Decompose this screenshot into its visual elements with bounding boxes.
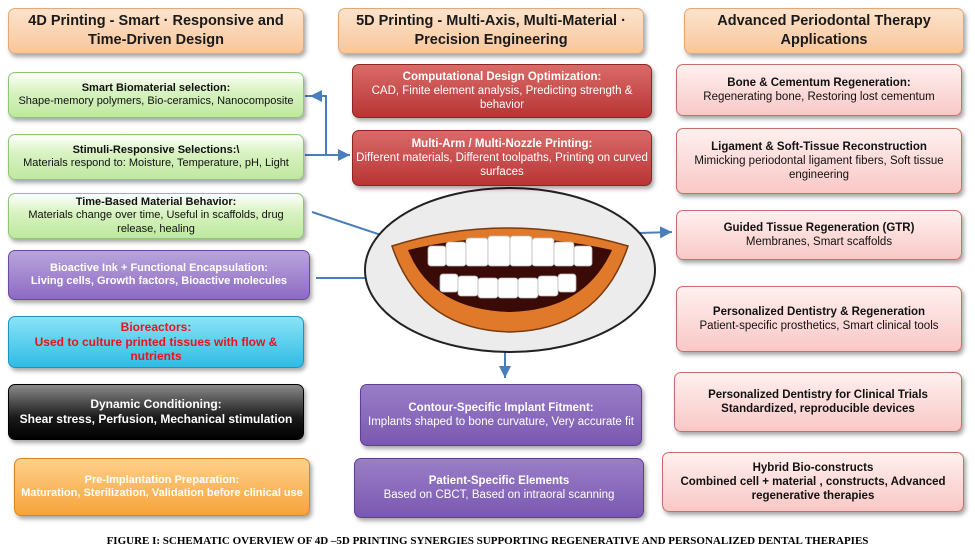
header-periodontal-label: Advanced Periodontal Therapy Application… [717,13,931,48]
box-body: Combined cell + material , constructs, A… [680,475,946,502]
stimuli-responsive-box: Stimuli-Responsive Selections:\ Material… [8,134,304,180]
connectors-layer [305,90,673,378]
box-body: Membranes, Smart scaffolds [745,236,893,248]
ligament-soft-tissue-box: Ligament & Soft-Tissue Reconstruction Mi… [676,128,962,194]
header-5d-printing: 5D Printing - Multi-Axis, Multi-Material… [338,8,644,54]
box-body: Standardized, reproducible devices [721,403,915,415]
box-body: Materials change over time, Useful in sc… [28,209,284,235]
box-body: Materials respond to: Moisture, Temperat… [23,157,289,169]
box-title: Computational Design Optimization: [402,70,602,83]
box-title: Patient-Specific Elements [428,474,570,487]
box-body: Living cells, Growth factors, Bioactive … [30,275,288,287]
header-periodontal-applications: Advanced Periodontal Therapy Application… [684,8,964,54]
box-title: Bone & Cementum Regeneration: [727,76,911,89]
contour-implant-box: Contour-Specific Implant Fitment: Implan… [360,384,642,446]
box-title: Personalized Dentistry & Regeneration [712,305,926,318]
box-title: Stimuli-Responsive Selections:\ [72,143,240,156]
box-body: CAD, Finite element analysis, Predicting… [371,84,633,111]
box-title: Bioactive Ink + Functional Encapsulation… [50,261,268,274]
header-5d-label: 5D Printing - Multi-Axis, Multi-Material… [356,13,626,48]
box-title: Time-Based Material Behavior: [75,195,237,208]
smart-biomaterial-box: Smart Biomaterial selection: Shape-memor… [8,72,304,118]
left-bracket-connector [305,95,327,156]
box-body: Shape-memory polymers, Bio-ceramics, Nan… [18,95,294,107]
multi-nozzle-box: Multi-Arm / Multi-Nozzle Printing: Diffe… [352,130,652,186]
gtr-box: Guided Tissue Regeneration (GTR) Membran… [676,210,962,260]
box-title: Hybrid Bio-constructs [752,461,874,474]
dynamic-conditioning-box: Dynamic Conditioning: Shear stress, Perf… [8,384,304,440]
box-title: Multi-Arm / Multi-Nozzle Printing: [411,137,593,150]
time-based-behavior-box: Time-Based Material Behavior: Materials … [8,193,304,239]
hybrid-bioconstructs-box: Hybrid Bio-constructs Combined cell + ma… [662,452,964,512]
bioreactors-box: Bioreactors: Used to culture printed tis… [8,316,304,368]
box-body: Shear stress, Perfusion, Mechanical stim… [19,412,293,426]
box-title: Guided Tissue Regeneration (GTR) [723,221,915,234]
personalized-dentistry-box: Personalized Dentistry & Regeneration Pa… [676,286,962,352]
box-title: Contour-Specific Implant Fitment: [408,401,594,414]
box-body: Based on CBCT, Based on intraoral scanni… [383,489,615,501]
box-body: Maturation, Sterilization, Validation be… [21,487,303,499]
box-title: Smart Biomaterial selection: [81,81,231,94]
box-body: Used to culture printed tissues with flo… [34,334,278,364]
figure-caption: FIGURE I: SCHEMATIC OVERVIEW OF 4D –5D P… [106,535,869,547]
bone-cementum-box: Bone & Cementum Regeneration: Regenerati… [676,64,962,116]
box-title: Bioreactors: [120,320,192,335]
patient-specific-box: Patient-Specific Elements Based on CBCT,… [354,458,644,518]
bioactive-ink-box: Bioactive Ink + Functional Encapsulation… [8,250,310,300]
smiling-mouth-icon [364,187,656,353]
box-title: Ligament & Soft-Tissue Reconstruction [711,140,927,153]
computational-design-box: Computational Design Optimization: CAD, … [352,64,652,118]
box-title: Personalized Dentistry for Clinical Tria… [708,388,928,401]
header-4d-label: 4D Printing - Smart · Responsive and Tim… [28,13,284,48]
header-4d-printing: 4D Printing - Smart · Responsive and Tim… [8,8,304,54]
box-body: Patient-specific prosthetics, Smart clin… [699,320,939,332]
box-title: Dynamic Conditioning: [90,397,222,412]
box-body: Regenerating bone, Restoring lost cement… [703,91,935,103]
box-body: Implants shaped to bone curvature, Very … [368,416,634,428]
box-title: Pre-Implantation Preparation: [84,473,240,486]
clinical-trials-box: Personalized Dentistry for Clinical Tria… [674,372,962,432]
pre-implantation-box: Pre-Implantation Preparation: Maturation… [14,458,310,516]
box-body: Mimicking periodontal ligament fibers, S… [694,154,944,181]
box-body: Different materials, Different toolpaths… [356,151,648,178]
